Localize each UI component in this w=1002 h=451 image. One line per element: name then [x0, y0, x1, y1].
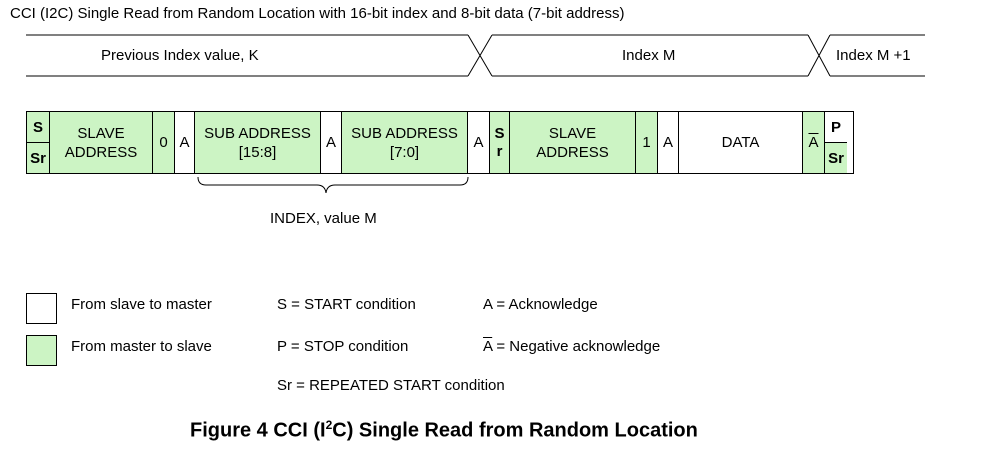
sub-address-high-line1: SUB ADDRESS [204, 124, 311, 142]
ack-symbol: A [473, 134, 484, 151]
slave-address-line2: ADDRESS [64, 143, 138, 161]
slave-address-read-line2: ADDRESS [536, 143, 609, 161]
legend-master-to-slave-swatch [26, 335, 57, 366]
stop-cell: P Sr [825, 112, 847, 173]
ack-cell-2: A [321, 112, 342, 173]
data-label: DATA [721, 134, 760, 151]
index-label: INDEX, value M [270, 210, 377, 227]
figure-caption: Figure 4 CCI (I2C) Single Read from Rand… [190, 418, 698, 443]
repeated-start-cell: S r [490, 112, 510, 173]
i2c-frame: S Sr SLAVE ADDRESS 0 A SUB ADDRESS [15:8… [26, 111, 854, 174]
legend-acknowledge: A = Acknowledge [483, 296, 598, 313]
data-cell: DATA [679, 112, 803, 173]
ack-symbol: A [179, 134, 190, 151]
sub-address-low-line1: SUB ADDRESS [351, 124, 458, 142]
nack-symbol: A [808, 134, 819, 151]
diagram-title: CCI (I2C) Single Read from Random Locati… [10, 5, 625, 22]
ack-cell-3: A [468, 112, 490, 173]
legend-start: S = START condition [277, 296, 416, 313]
slave-address-line1: SLAVE [77, 124, 125, 142]
start-symbol: S [32, 118, 43, 136]
legend-master-to-slave: From master to slave [71, 338, 212, 355]
nack-legend-symbol: A [483, 338, 493, 355]
caption-superscript: 2 [325, 418, 333, 432]
repeated-start-symbol: Sr [27, 142, 49, 173]
timeline-index-m: Index M [622, 47, 676, 64]
ack-cell-1: A [175, 112, 195, 173]
ack-symbol: A [325, 134, 336, 151]
sub-address-low-cell: SUB ADDRESS [7:0] [342, 112, 468, 173]
ack-symbol: A [662, 134, 673, 151]
start-cell: S Sr [27, 112, 50, 173]
legend-slave-to-master: From slave to master [71, 296, 212, 313]
slave-address-cell: SLAVE ADDRESS [50, 112, 153, 173]
caption-suffix: C) Single Read from Random Location [332, 419, 698, 442]
read-bit-cell: 1 [636, 112, 658, 173]
sub-address-low-line2: [7:0] [389, 143, 420, 161]
legend-slave-to-master-swatch [26, 293, 57, 324]
timeline-previous-index: Previous Index value, K [101, 47, 259, 64]
timeline-index-m-plus-1: Index M +1 [836, 47, 911, 64]
nack-cell: A [803, 112, 825, 173]
repeated-start-r: r [496, 142, 503, 160]
ack-cell-4: A [658, 112, 679, 173]
sub-address-high-line2: [15:8] [238, 143, 277, 161]
index-timeline [26, 34, 925, 77]
slave-address-read-cell: SLAVE ADDRESS [510, 112, 636, 173]
stop-repeated-start-symbol: Sr [825, 142, 847, 173]
legend-negative-acknowledge: A = Negative acknowledge [483, 338, 660, 355]
slave-address-read-line1: SLAVE [548, 124, 597, 142]
repeated-start-s: S [494, 124, 505, 142]
write-bit-cell: 0 [153, 112, 175, 173]
legend-repeated-start: Sr = REPEATED START condition [277, 377, 505, 394]
write-bit: 0 [159, 134, 168, 151]
nack-legend-text: = Negative acknowledge [492, 338, 661, 355]
sub-address-high-cell: SUB ADDRESS [15:8] [195, 112, 321, 173]
stop-symbol: P [830, 118, 841, 136]
legend-stop: P = STOP condition [277, 338, 409, 355]
read-bit: 1 [642, 134, 651, 151]
index-brace [197, 176, 469, 194]
caption-prefix: Figure 4 CCI (I [190, 419, 326, 442]
